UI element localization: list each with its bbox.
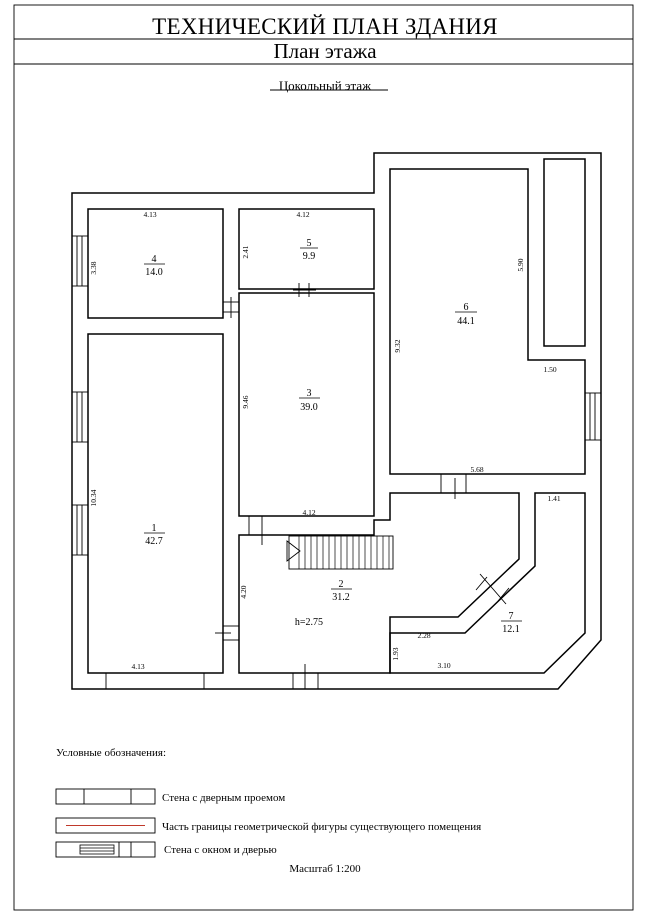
dim-r5-left: 2.41 [241, 245, 250, 258]
room-2-label: 2 31.2 h=2.75 [295, 579, 352, 628]
legend-door-wall-label: Стена с дверным проемом [162, 792, 285, 804]
room-4-label: 4 14.0 [144, 254, 165, 278]
room-5-outline [238, 208, 375, 290]
dim-r4-left: 3.38 [89, 261, 98, 274]
room-1-number: 1 [152, 523, 157, 534]
legend-window-door-label: Стена с окном и дверью [164, 844, 277, 856]
legend-item-window-door-wall: Стена с окном и дверью [55, 841, 277, 858]
dim-r3-bottom: 4.12 [302, 508, 315, 517]
dim-r6-right: 5.90 [516, 258, 525, 271]
plan-title: ТЕХНИЧЕСКИЙ ПЛАН ЗДАНИЯ [152, 14, 498, 39]
room-3-number: 3 [307, 388, 312, 399]
dim-r5-top: 4.12 [296, 210, 309, 219]
room-3-label: 3 39.0 [299, 388, 320, 413]
room-5-number: 5 [307, 238, 312, 249]
room-3-outline [238, 292, 375, 517]
room-2-number: 2 [339, 579, 344, 590]
legend-heading: Условные обозначения: [56, 747, 166, 759]
room-7-number: 7 [509, 611, 514, 622]
room-6-outline [389, 168, 586, 475]
legend-item-door-wall: Стена с дверным проемом [55, 788, 285, 805]
scale-label: Масштаб 1:200 [289, 863, 361, 875]
room-2-outline [238, 492, 520, 674]
dim-r3-left: 9.46 [241, 395, 250, 408]
dim-r4-top: 4.13 [143, 210, 156, 219]
dim-r7-left: 1.93 [391, 647, 400, 660]
room-5-label: 5 9.9 [300, 238, 318, 262]
dim-r7-mid: 2.28 [417, 631, 430, 640]
room-1-outline [87, 333, 224, 674]
building-outer-contour [71, 152, 602, 690]
dim-r6-left: 9.32 [393, 339, 402, 352]
dim-r7-bottom: 3.10 [437, 661, 450, 670]
room-3-area: 39.0 [300, 402, 318, 413]
dim-r6-bottom: 5.68 [470, 465, 483, 474]
dim-r6-step: 1.50 [543, 365, 556, 374]
room-1-area: 42.7 [145, 536, 163, 547]
legend-item-boundary: Часть границы геометрической фигуры суще… [55, 817, 481, 834]
room-4-number: 4 [152, 254, 157, 265]
dim-r1-left: 10.34 [89, 489, 98, 506]
room-6-niche [543, 158, 586, 347]
dim-r7-top: 1.41 [547, 494, 560, 503]
plan-subtitle: План этажа [273, 39, 377, 63]
room-2-area: 31.2 [332, 592, 350, 603]
room-4-area: 14.0 [145, 267, 163, 278]
dimension-labels: 4.13 3.38 4.12 2.41 9.46 4.12 10.34 4.13… [89, 210, 561, 671]
room-6-area: 44.1 [457, 316, 475, 327]
legend-boundary-label: Часть границы геометрической фигуры суще… [162, 821, 481, 833]
windows [71, 235, 602, 556]
dim-r2-left: 4.20 [239, 585, 248, 598]
dim-r1-bottom: 4.13 [131, 662, 144, 671]
room-7-label: 7 12.1 [501, 611, 522, 635]
room-6-number: 6 [464, 302, 469, 313]
staircase [286, 535, 394, 570]
room-1-label: 1 42.7 [144, 523, 165, 547]
room-5-area: 9.9 [303, 251, 316, 262]
ceiling-height: h=2.75 [295, 617, 323, 628]
legend: Условные обозначения: Стена с дверным пр… [55, 747, 481, 875]
room-6-label: 6 44.1 [455, 302, 477, 327]
sheet-frame [13, 4, 634, 911]
floor-name: Цокольный этаж [278, 78, 372, 93]
room-7-area: 12.1 [502, 624, 520, 635]
door-openings [105, 283, 510, 689]
room-7-outline [389, 492, 586, 674]
